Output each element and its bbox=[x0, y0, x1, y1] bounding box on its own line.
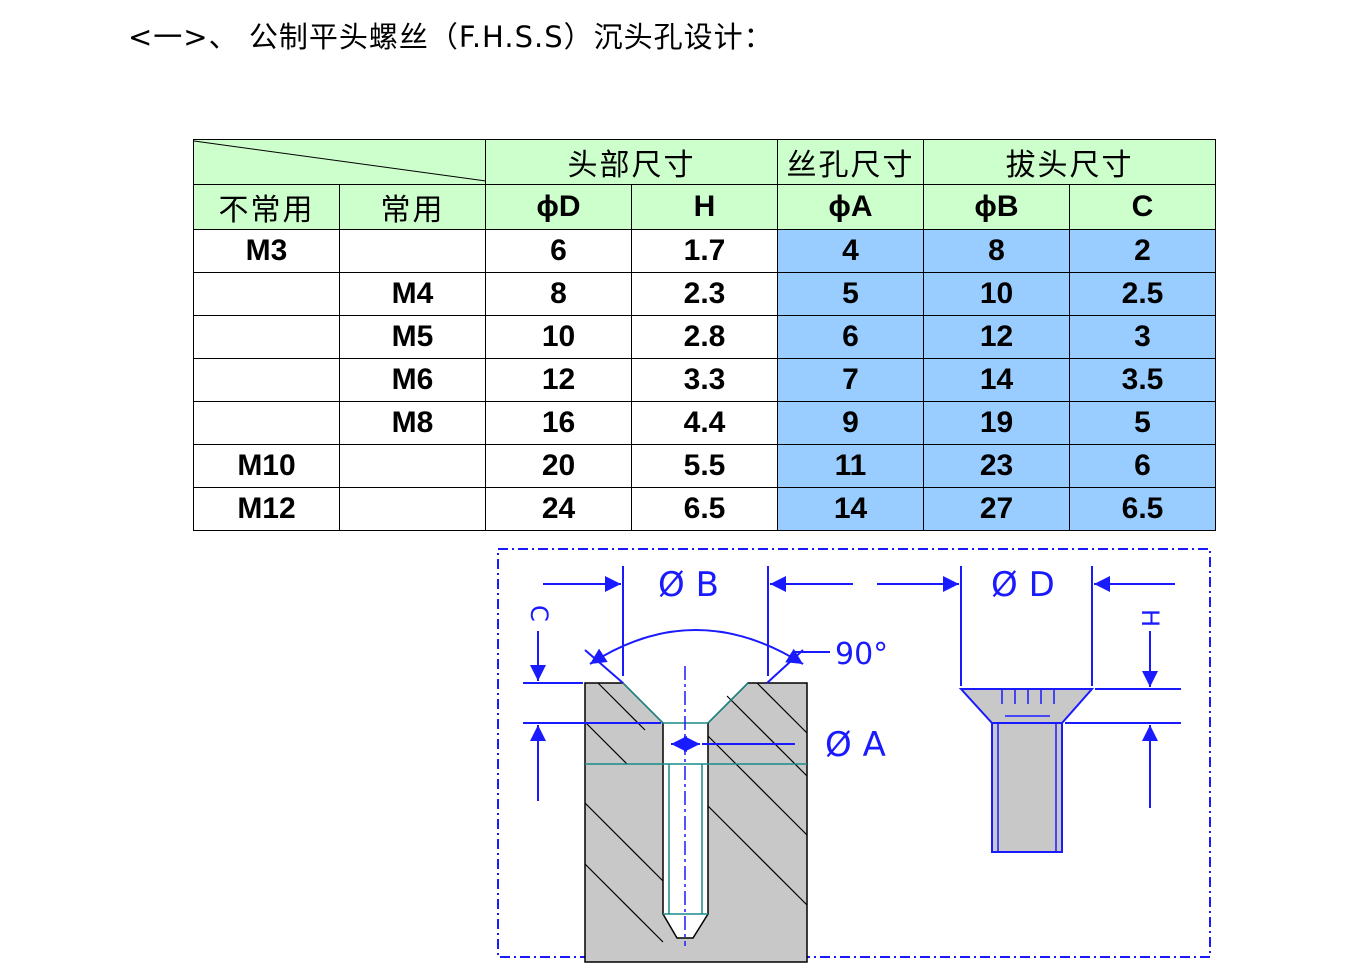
cell-C: 6 bbox=[1069, 444, 1216, 488]
cell-B: 14 bbox=[923, 358, 1070, 402]
page-title: <一>、 公制平头螺丝（F.H.S.S）沉头孔设计： bbox=[128, 20, 774, 54]
cell-H: 2.8 bbox=[631, 315, 778, 359]
cell-C: 6.5 bbox=[1069, 487, 1216, 531]
cell-H: 6.5 bbox=[631, 487, 778, 531]
cell-rare: M12 bbox=[193, 487, 340, 531]
table-row: M5 10 2.8 6 12 3 bbox=[193, 315, 1216, 359]
table-row: M6 12 3.3 7 14 3.5 bbox=[193, 358, 1216, 402]
cell-H: 4.4 bbox=[631, 401, 778, 445]
cell-common: M8 bbox=[339, 401, 486, 445]
table-row: M12 24 6.5 14 27 6.5 bbox=[193, 487, 1216, 531]
cell-common: M6 bbox=[339, 358, 486, 402]
cell-C: 5 bbox=[1069, 401, 1216, 445]
cell-D: 16 bbox=[485, 401, 632, 445]
table-row: M3 6 1.7 4 8 2 bbox=[193, 229, 1216, 273]
cell-common bbox=[339, 487, 486, 531]
col-uncommon: 不常用 bbox=[193, 184, 340, 230]
cell-A: 14 bbox=[777, 487, 924, 531]
diagonal-line bbox=[194, 140, 486, 182]
cell-rare bbox=[193, 401, 340, 445]
group-thread-hole-size: 丝孔尺寸 bbox=[777, 139, 924, 185]
cell-C: 3.5 bbox=[1069, 358, 1216, 402]
col-A: ϕA bbox=[777, 184, 924, 230]
cell-C: 2 bbox=[1069, 229, 1216, 273]
col-D: ϕD bbox=[485, 184, 632, 230]
table-row: M8 16 4.4 9 19 5 bbox=[193, 401, 1216, 445]
col-B: ϕB bbox=[923, 184, 1070, 230]
cell-A: 11 bbox=[777, 444, 924, 488]
cell-B: 23 bbox=[923, 444, 1070, 488]
cell-common: M4 bbox=[339, 272, 486, 316]
cell-B: 27 bbox=[923, 487, 1070, 531]
cell-D: 6 bbox=[485, 229, 632, 273]
screw-side-view bbox=[958, 688, 1095, 853]
cell-H: 5.5 bbox=[631, 444, 778, 488]
col-common: 常用 bbox=[339, 184, 486, 230]
cell-B: 8 bbox=[923, 229, 1070, 273]
label-phi-D: Ø D bbox=[991, 565, 1055, 605]
cell-D: 10 bbox=[485, 315, 632, 359]
cell-common bbox=[339, 444, 486, 488]
countersink-spec-table: 头部尺寸 丝孔尺寸 拔头尺寸 不常用 常用 ϕD H ϕA ϕB C M3 6 … bbox=[193, 139, 1216, 531]
cell-common bbox=[339, 229, 486, 273]
cell-rare: M10 bbox=[193, 444, 340, 488]
cell-C: 3 bbox=[1069, 315, 1216, 359]
cell-B: 12 bbox=[923, 315, 1070, 359]
label-H: H bbox=[1136, 609, 1164, 627]
cell-A: 4 bbox=[777, 229, 924, 273]
group-head-size: 头部尺寸 bbox=[485, 139, 778, 185]
corner-cell bbox=[193, 139, 486, 185]
drawing-frame bbox=[497, 548, 1211, 958]
column-header-row: 不常用 常用 ϕD H ϕA ϕB C bbox=[193, 184, 1216, 230]
cell-rare bbox=[193, 272, 340, 316]
cell-rare bbox=[193, 315, 340, 359]
cell-rare: M3 bbox=[193, 229, 340, 273]
cell-H: 1.7 bbox=[631, 229, 778, 273]
cell-common: M5 bbox=[339, 315, 486, 359]
countersink-diagram: Ø B Ø D Ø A 90° C H bbox=[497, 548, 1211, 963]
cell-rare bbox=[193, 358, 340, 402]
cell-D: 20 bbox=[485, 444, 632, 488]
plate-dimensions bbox=[523, 566, 853, 801]
cell-A: 5 bbox=[777, 272, 924, 316]
label-C: C bbox=[525, 605, 553, 622]
col-H: H bbox=[631, 184, 778, 230]
cell-D: 8 bbox=[485, 272, 632, 316]
col-C: C bbox=[1069, 184, 1216, 230]
group-header-row: 头部尺寸 丝孔尺寸 拔头尺寸 bbox=[193, 139, 1216, 185]
cell-C: 2.5 bbox=[1069, 272, 1216, 316]
cell-A: 7 bbox=[777, 358, 924, 402]
cell-A: 9 bbox=[777, 401, 924, 445]
group-pull-head-size: 拔头尺寸 bbox=[923, 139, 1216, 185]
cell-D: 24 bbox=[485, 487, 632, 531]
table-row: M4 8 2.3 5 10 2.5 bbox=[193, 272, 1216, 316]
cell-D: 12 bbox=[485, 358, 632, 402]
screw-dimensions bbox=[877, 566, 1181, 808]
plate-section bbox=[584, 666, 808, 963]
cell-A: 6 bbox=[777, 315, 924, 359]
label-phi-B: Ø B bbox=[658, 565, 719, 605]
cell-B: 10 bbox=[923, 272, 1070, 316]
label-phi-A: Ø A bbox=[825, 725, 886, 765]
cell-H: 2.3 bbox=[631, 272, 778, 316]
cell-B: 19 bbox=[923, 401, 1070, 445]
label-angle: 90° bbox=[835, 637, 888, 672]
table-row: M10 20 5.5 11 23 6 bbox=[193, 444, 1216, 488]
cell-H: 3.3 bbox=[631, 358, 778, 402]
